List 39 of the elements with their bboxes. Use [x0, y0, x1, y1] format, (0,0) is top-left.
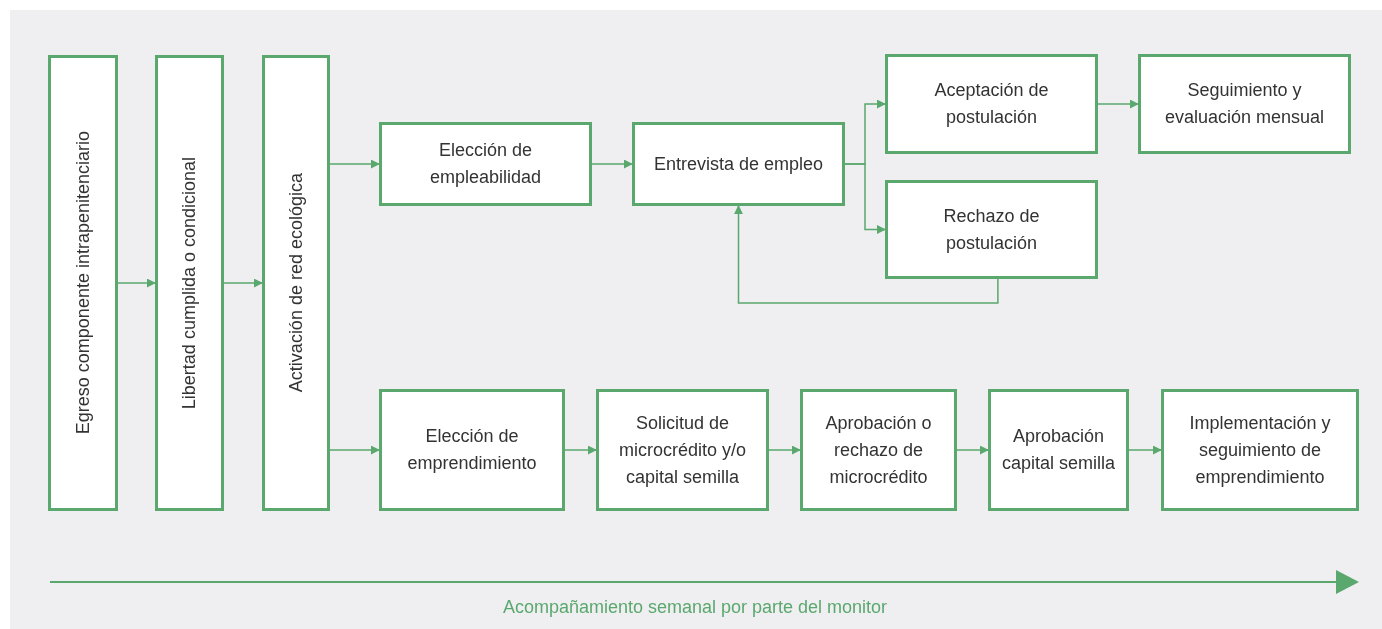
- arrow: [734, 205, 999, 304]
- arrow: [844, 163, 886, 234]
- box-label: Aprobación o rechazo de microcrédito: [824, 411, 933, 489]
- process-box: [988, 389, 1129, 511]
- box-label: Elección de empleabilidad: [428, 139, 543, 189]
- arrow: [329, 159, 380, 169]
- arrow: [956, 445, 989, 455]
- box-label: Rechazo de postulación: [942, 204, 1041, 255]
- arrow: [1097, 99, 1139, 109]
- box-label: Activación de red ecológica: [284, 173, 307, 393]
- box-label: Elección de emprendimiento: [406, 425, 538, 475]
- box-label: Seguimiento y evaluación mensual: [1163, 79, 1326, 129]
- box-label: Aceptación de postulación: [933, 79, 1050, 129]
- arrow: [564, 445, 597, 455]
- process-box: [1161, 389, 1359, 511]
- box-label: Egreso componente intrapenitenciario: [71, 131, 94, 435]
- box-label: Libertad cumplida o condicional: [178, 156, 201, 410]
- timeline-label: Acompañamiento semanal por parte del monitor: [501, 596, 889, 619]
- process-box: [885, 180, 1098, 279]
- box-label: Solicitud de microcrédito y/o capital semilla: [617, 411, 747, 489]
- arrow: [329, 445, 380, 455]
- process-box: [379, 122, 592, 206]
- box-label: Implementación y seguimiento de emprendimiento: [1188, 411, 1332, 489]
- arrow: [591, 159, 633, 169]
- process-box: [379, 389, 565, 511]
- arrow: [117, 278, 156, 288]
- process-box: [596, 389, 769, 511]
- process-box: [885, 54, 1098, 154]
- box-label: Aprobación capital semilla: [1000, 425, 1116, 475]
- arrow: [223, 278, 263, 288]
- box-label: Entrevista de empleo: [652, 152, 825, 176]
- process-box: [155, 55, 224, 511]
- arrow: [1128, 445, 1162, 455]
- process-box: [48, 55, 118, 511]
- arrow: [768, 445, 801, 455]
- process-box: [1138, 54, 1351, 154]
- process-box: [800, 389, 957, 511]
- process-box: [262, 55, 330, 511]
- process-box: [632, 122, 845, 206]
